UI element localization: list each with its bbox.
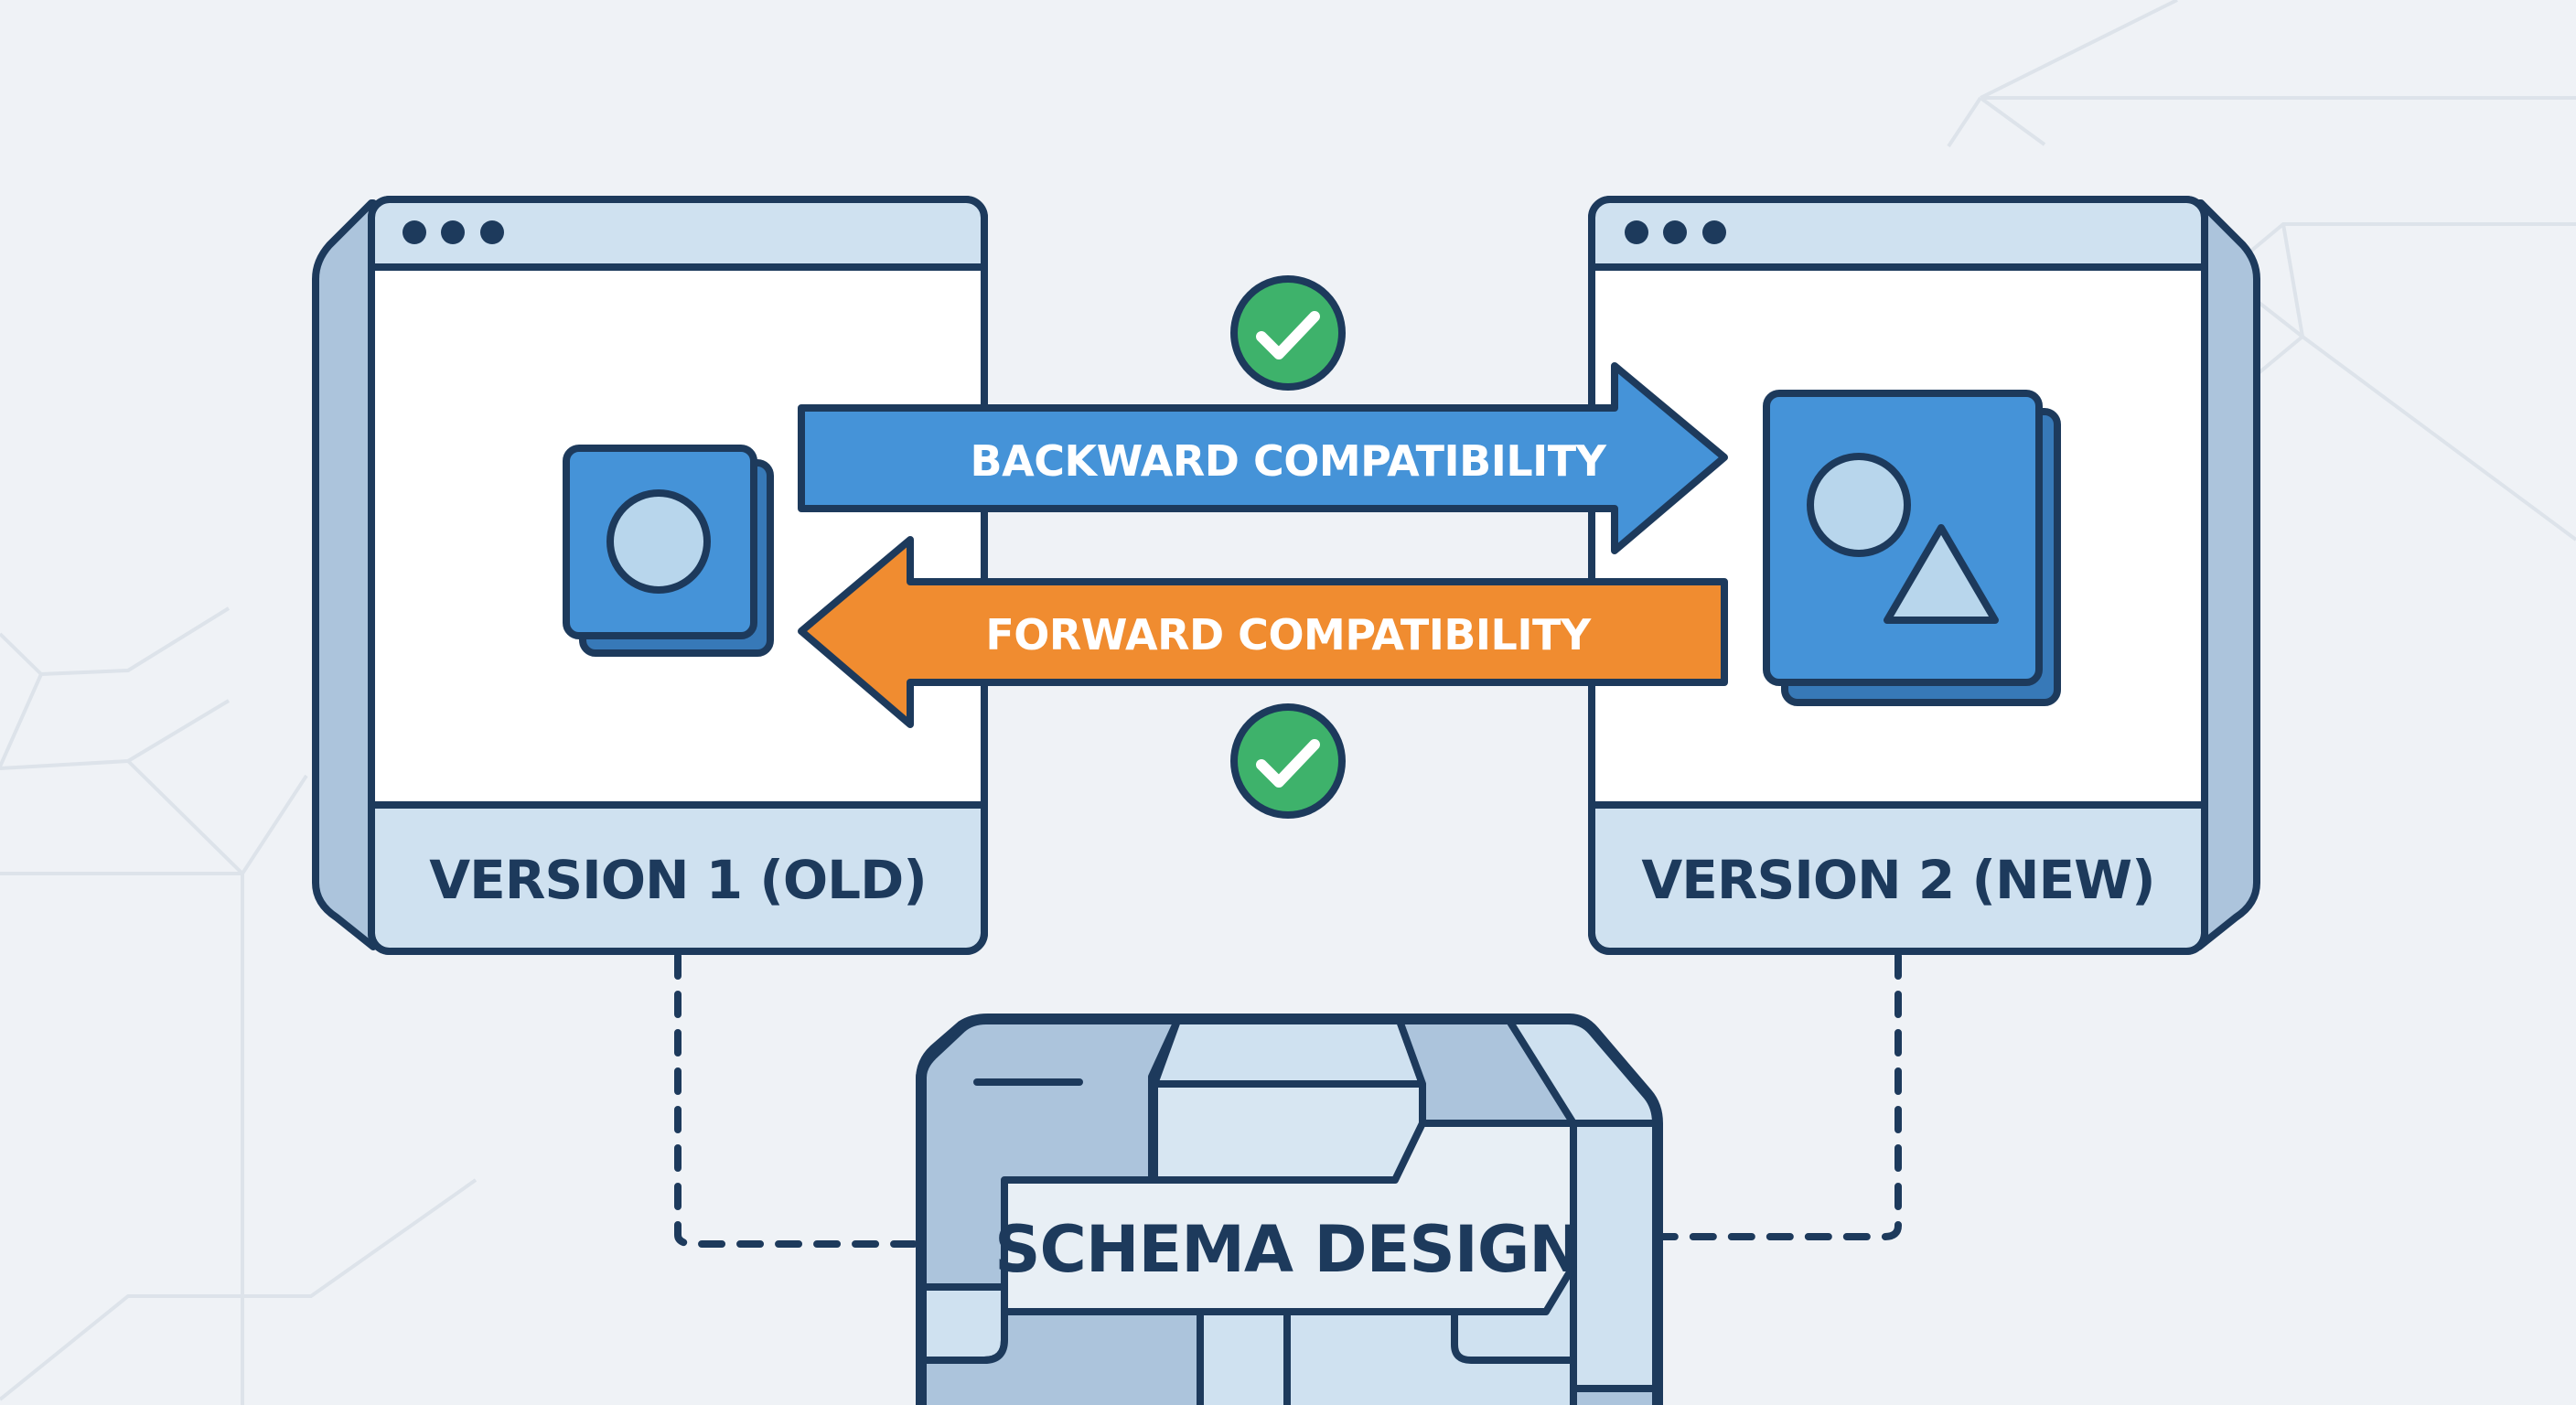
window-version-1[interactable]: VERSION 1 (OLD) <box>312 196 988 955</box>
window-control-dot[interactable] <box>480 220 504 244</box>
connector-v1-to-schema <box>674 952 923 1248</box>
window-control-dot[interactable] <box>441 220 465 244</box>
window-label: VERSION 2 (NEW) <box>1641 849 2154 911</box>
schema-panel <box>1197 1308 1291 1405</box>
schema-panel <box>1151 1017 1426 1088</box>
schema-panel <box>1570 1120 1659 1392</box>
check-circle-icon <box>1230 275 1346 391</box>
backward-compatibility-arrow[interactable]: BACKWARD COMPATIBILITY <box>798 362 1728 554</box>
schema-label: SCHEMA DESIGN <box>994 1212 1582 1287</box>
forward-compatibility-arrow[interactable]: FORWARD COMPATIBILITY <box>798 536 1728 728</box>
circle-document-icon <box>563 445 774 657</box>
window-control-dot[interactable] <box>402 220 426 244</box>
connector-v2-to-schema <box>1657 952 1902 1240</box>
schema-panel <box>1570 1385 1659 1405</box>
window-3d-side <box>2195 199 2260 950</box>
schema-panel <box>1283 1308 1577 1405</box>
window-control-dot[interactable] <box>1663 220 1687 244</box>
window-version-2[interactable]: VERSION 2 (NEW) <box>1588 196 2260 955</box>
window-footer <box>1595 805 2201 948</box>
window-control-dot[interactable] <box>1702 220 1726 244</box>
window-titlebar <box>375 203 981 265</box>
schema-design-block[interactable]: SCHEMA DESIGN <box>916 1014 1663 1405</box>
check-circle-icon <box>1230 703 1346 819</box>
schema-outline <box>916 1014 1663 1405</box>
arrow-label: FORWARD COMPATIBILITY <box>985 610 1591 660</box>
arrow-label: BACKWARD COMPATIBILITY <box>971 436 1607 486</box>
window-label: VERSION 1 (OLD) <box>429 849 927 911</box>
window-control-dot[interactable] <box>1625 220 1648 244</box>
circle-triangle-document-icon <box>1763 390 2061 706</box>
window-3d-side <box>312 199 377 950</box>
schema-panel <box>919 1283 1008 1364</box>
dashed-connectors <box>674 952 1902 1248</box>
window-footer <box>375 805 981 948</box>
window-titlebar <box>1595 203 2201 265</box>
